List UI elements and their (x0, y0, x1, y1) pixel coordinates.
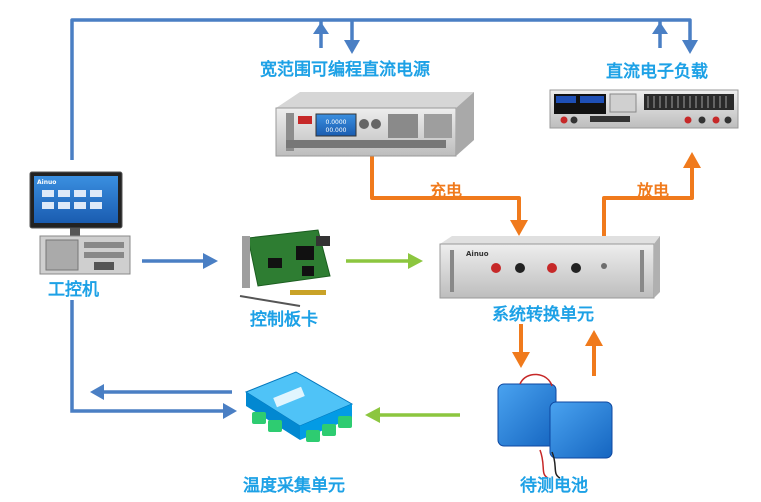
ipc-to-card-line (142, 253, 218, 269)
electronic-load-device (549, 89, 739, 129)
supply-display-top: 0.0000 (326, 119, 347, 126)
ipc-screen-brand: Ainuo (37, 179, 56, 186)
temp-unit-label: 温度采集单元 (243, 476, 345, 496)
card-to-switch-line (346, 253, 423, 269)
power-supply-device: 0.0000 00.000 (275, 92, 474, 157)
electronic-load-label: 直流电子负载 (606, 62, 708, 82)
industrial-pc-device: Ainuo (29, 171, 131, 275)
control-card-device (239, 229, 331, 307)
battery-label: 待测电池 (520, 476, 588, 496)
battery-to-temp-line (365, 407, 460, 423)
battery-switch-lines (512, 324, 603, 376)
switch-unit-device: Ainuo (439, 236, 660, 299)
switch-unit-label: 系统转换单元 (492, 305, 594, 325)
charge-line (370, 150, 528, 236)
discharge-label: 放电 (637, 181, 670, 200)
discharge-line (602, 152, 701, 240)
switch-brand: Ainuo (466, 250, 489, 258)
battery-device (497, 373, 613, 479)
charge-label: 充电 (430, 181, 463, 200)
blue-arrowheads (313, 22, 698, 54)
power-supply-label: 宽范围可编程直流电源 (260, 60, 430, 80)
ipc-label: 工控机 (48, 280, 99, 300)
supply-display-mid: 00.000 (326, 127, 347, 134)
ipc-temp-link (70, 300, 237, 419)
control-card-label: 控制板卡 (250, 310, 318, 330)
temp-unit-device (244, 371, 354, 442)
